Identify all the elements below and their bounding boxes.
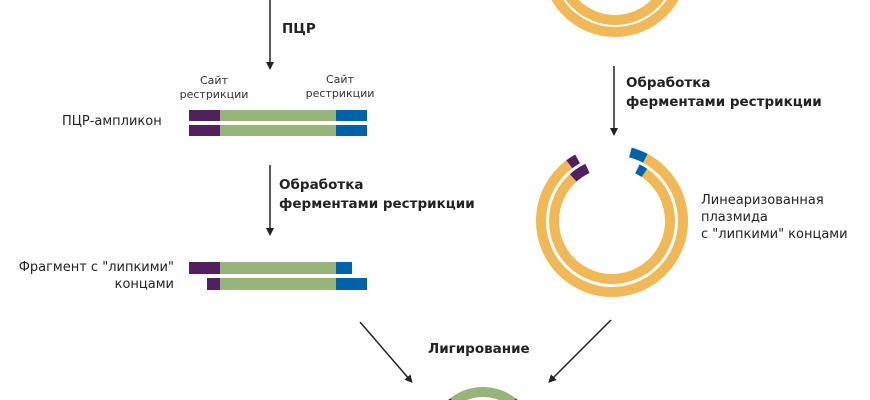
amplicon-bottom-purple-end — [189, 125, 220, 136]
ligation-right-arrow — [548, 319, 612, 383]
linear-inner-purple-end — [569, 163, 590, 182]
linearized-plasmid — [536, 147, 688, 297]
fragment-bottom-blue-end — [336, 278, 367, 290]
linear-outer-strand — [536, 153, 688, 297]
plasmid-inner-strand — [565, 0, 665, 25]
amplicon-bottom-insert — [220, 125, 336, 136]
ligation-left-arrow — [359, 321, 413, 384]
pcr-step-label: ПЦР — [282, 21, 316, 37]
recombinant-insert — [450, 387, 516, 400]
restriction-right-line2: ферментами рестрикции — [626, 94, 822, 110]
recombinant-plasmid — [448, 387, 518, 400]
circular-plasmid — [551, 0, 679, 37]
linear-plasmid-label: Линеаризованная плазмида с "липкими" кон… — [701, 192, 848, 243]
ligation-step-label: Лигирование — [428, 341, 530, 357]
pcr-amplicon — [189, 110, 367, 136]
site-right-line1: Сайт — [326, 73, 354, 86]
sticky-fragment — [189, 262, 367, 290]
restriction-right-step-label: Обработка ферментами рестрикции — [626, 74, 822, 112]
linear-plasmid-line2: плазмида — [701, 210, 768, 225]
fragment-line2: концами — [114, 277, 174, 292]
fragment-top-purple-end — [189, 262, 220, 274]
plasmid-outer-strand — [551, 0, 679, 37]
fragment-label: Фрагмент с "липкими" концами — [0, 259, 174, 293]
amplicon-bottom-blue-end — [336, 125, 367, 136]
amplicon-label: ПЦР-ампликон — [62, 114, 162, 129]
amplicon-top-purple-end — [189, 110, 220, 121]
site-right-line2: рестрикции — [305, 87, 375, 100]
linear-plasmid-line1: Линеаризованная — [701, 193, 824, 208]
restriction-left-line2: ферментами рестрикции — [279, 196, 475, 212]
amplicon-top-insert — [220, 110, 336, 121]
linear-outer-purple-end — [566, 154, 581, 169]
linear-outer-blue-end — [628, 147, 648, 163]
restriction-site-left-label: Сайт рестрикции — [178, 74, 250, 102]
linear-plasmid-line3: с "липкими" концами — [701, 227, 848, 242]
fragment-top-blue-end — [336, 262, 352, 274]
restriction-left-step-label: Обработка ферментами рестрикции — [279, 176, 475, 214]
site-left-line2: рестрикции — [179, 88, 249, 101]
restriction-left-line1: Обработка — [279, 177, 364, 193]
restriction-right-line1: Обработка — [626, 75, 711, 91]
restriction-site-right-label: Сайт рестрикции — [304, 73, 376, 101]
amplicon-top-blue-end — [336, 110, 367, 121]
fragment-bottom-insert — [220, 278, 336, 290]
fragment-bottom-purple-end — [207, 278, 220, 290]
linear-inner-blue-end — [635, 164, 648, 178]
fragment-line1: Фрагмент с "липкими" — [18, 260, 174, 275]
fragment-top-insert — [220, 262, 336, 274]
linear-inner-strand — [549, 168, 675, 284]
site-left-line1: Сайт — [200, 74, 228, 87]
